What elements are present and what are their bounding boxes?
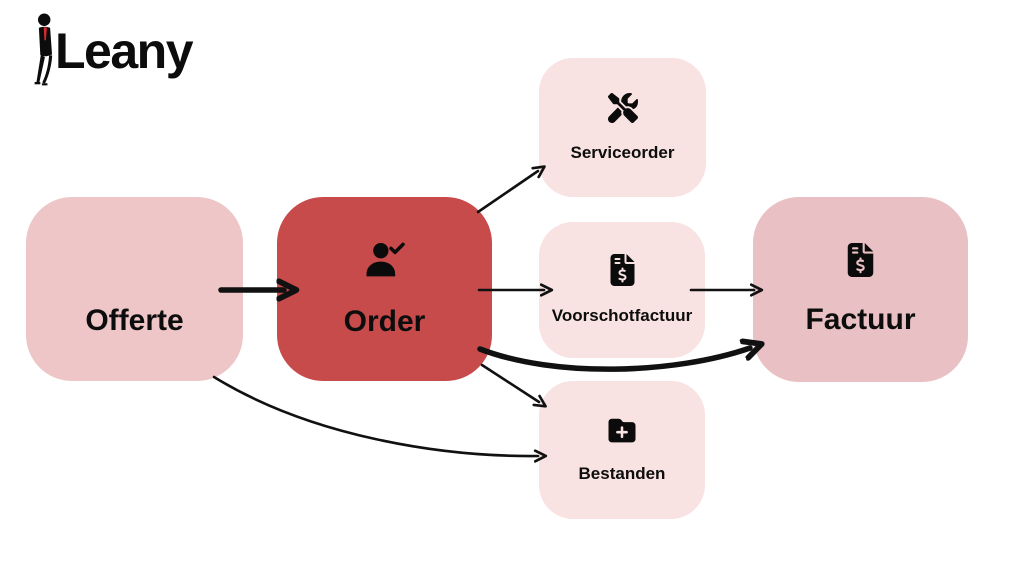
node-serviceorder: Serviceorder [539, 58, 706, 197]
node-order-label: Order [343, 305, 426, 338]
node-factuur: Factuur [753, 197, 968, 382]
folder-plus-icon [607, 417, 637, 444]
node-voorschotfactuur: Voorschotfactuur [539, 222, 705, 358]
node-serviceorder-label: Serviceorder [570, 142, 675, 162]
user-check-icon [363, 239, 407, 279]
edge-order-serviceorder [476, 165, 546, 214]
brand-name: Leany [55, 23, 194, 79]
quote-icon [116, 240, 154, 278]
node-factuur-label: Factuur [805, 302, 916, 336]
node-bestanden-label: Bestanden [578, 463, 666, 483]
file-invoice-dollar-icon [610, 254, 635, 286]
node-voorschotfactuur-label: Voorschotfactuur [551, 306, 693, 325]
screwdriver-wrench-icon [607, 92, 638, 123]
brand-logo: Leany [30, 12, 194, 88]
node-order: Order [277, 197, 492, 381]
node-bestanden: Bestanden [539, 381, 705, 519]
file-invoice-dollar-icon [847, 242, 874, 277]
node-offerte-label: Offerte [85, 304, 184, 337]
node-offerte: Offerte [26, 197, 243, 381]
edge-offerte-bestanden [212, 375, 548, 463]
edge-order-bestanden [480, 363, 547, 408]
leaning-person-icon [30, 12, 62, 88]
